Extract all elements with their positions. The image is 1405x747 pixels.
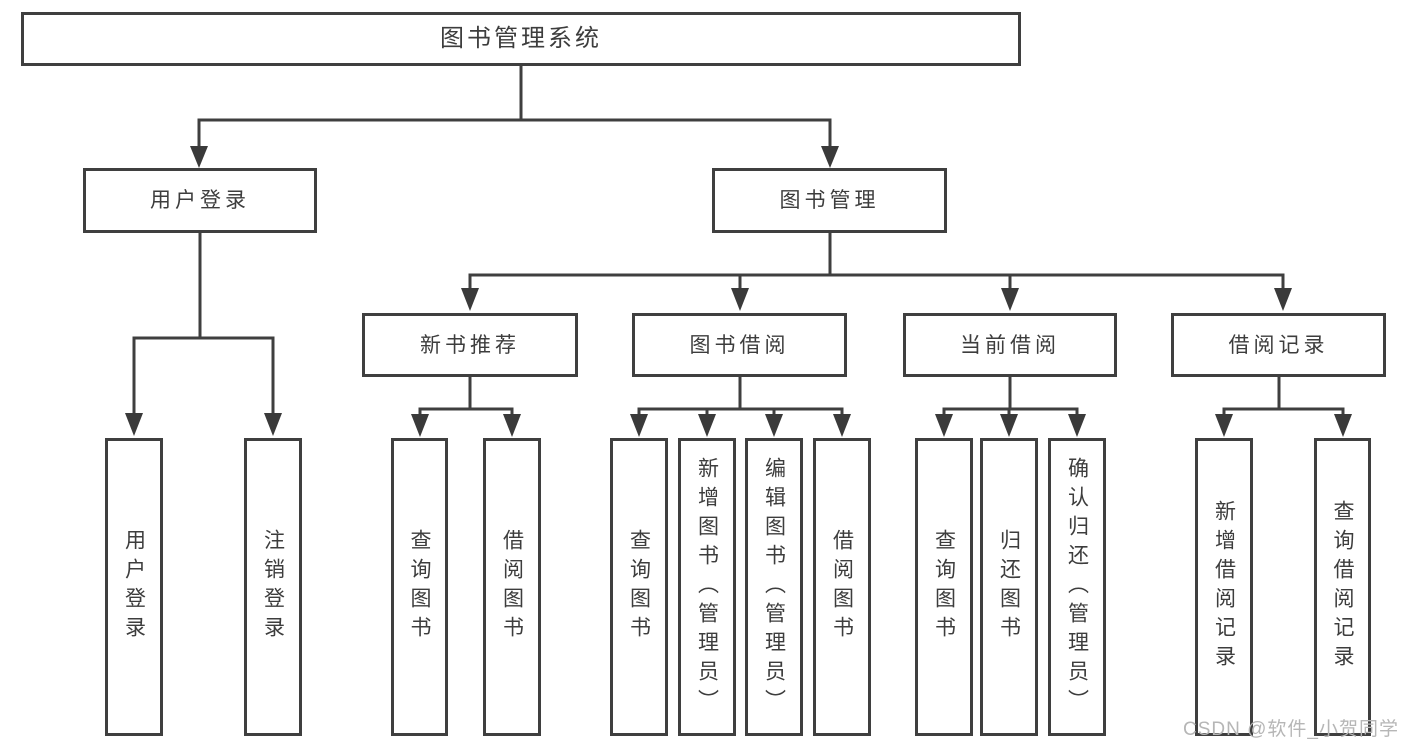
arrowhead xyxy=(821,146,839,168)
arrowhead xyxy=(1334,414,1352,437)
leaf-borrow-books: 借阅图书 xyxy=(813,438,871,736)
arrowhead xyxy=(1001,288,1019,311)
leaf-confirm-return-admin: 确认归还（管理员） xyxy=(1048,438,1106,736)
arrowhead xyxy=(461,288,479,311)
node-user-login: 用户登录 xyxy=(83,168,317,233)
arrowhead xyxy=(630,414,648,437)
node-book-borrow: 图书借阅 xyxy=(632,313,847,377)
arrowhead xyxy=(698,414,716,437)
leaf-query-borrow-record: 查询借阅记录 xyxy=(1314,438,1371,736)
arrowhead xyxy=(833,414,851,437)
leaf-query-books-borrow: 查询图书 xyxy=(610,438,668,736)
node-library-system: 图书管理系统 xyxy=(21,12,1021,66)
arrowhead xyxy=(765,414,783,437)
arrowhead xyxy=(935,414,953,437)
node-current-borrow: 当前借阅 xyxy=(903,313,1117,377)
leaf-query-books-recommend: 查询图书 xyxy=(391,438,448,736)
arrowhead xyxy=(731,288,749,311)
leaf-return-book: 归还图书 xyxy=(980,438,1038,736)
leaf-add-book-admin: 新增图书（管理员） xyxy=(678,438,736,736)
arrowhead xyxy=(264,413,282,436)
leaf-borrow-books-recommend: 借阅图书 xyxy=(483,438,541,736)
arrowhead xyxy=(1068,414,1086,437)
connector-book-borrow xyxy=(630,376,851,437)
connector-root xyxy=(190,64,839,168)
node-new-book-recommend: 新书推荐 xyxy=(362,313,578,377)
arrowhead xyxy=(503,414,521,437)
watermark: CSDN @软件_小贺同学 xyxy=(1183,719,1399,740)
connector-borrow-records xyxy=(1215,376,1352,437)
arrowhead xyxy=(125,413,143,436)
connector-current-borrow xyxy=(935,376,1086,437)
leaf-user-login: 用户登录 xyxy=(105,438,163,736)
connector-new-book-recommend xyxy=(411,376,521,437)
leaf-add-borrow-record: 新增借阅记录 xyxy=(1195,438,1253,736)
node-book-management: 图书管理 xyxy=(712,168,947,233)
arrowhead xyxy=(1274,288,1292,311)
connector-user-login xyxy=(125,231,282,436)
leaf-edit-book-admin: 编辑图书（管理员） xyxy=(745,438,803,736)
connector-book-management xyxy=(461,232,1292,311)
arrowhead xyxy=(411,414,429,437)
leaf-query-books-current: 查询图书 xyxy=(915,438,973,736)
arrowhead xyxy=(190,146,208,168)
leaf-logout: 注销登录 xyxy=(244,438,302,736)
arrowhead xyxy=(1215,414,1233,437)
node-borrow-records: 借阅记录 xyxy=(1171,313,1386,377)
arrowhead xyxy=(1000,414,1018,437)
